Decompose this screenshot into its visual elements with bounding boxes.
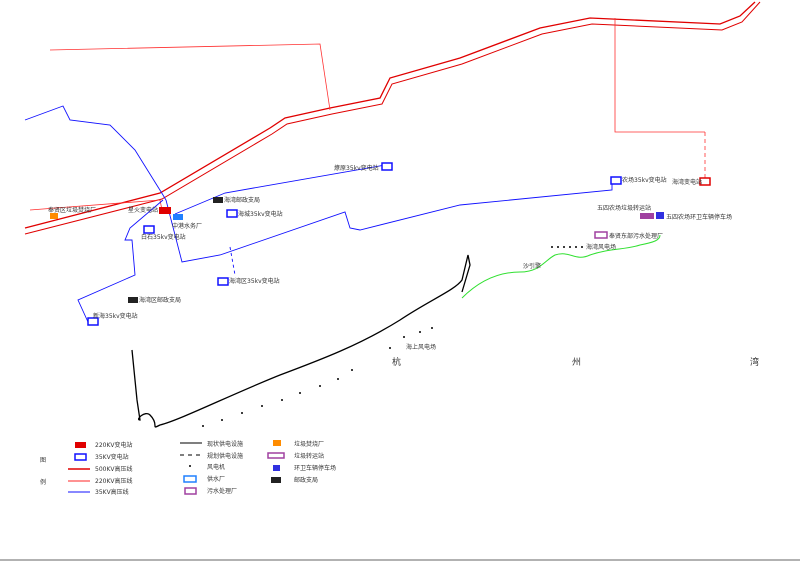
- 35kv-substation-icon: [87, 317, 99, 326]
- legend-item: 供水厂: [207, 475, 225, 483]
- legend-item: 垃圾焚烧厂: [294, 440, 324, 448]
- legend-item: 规划供电设施: [207, 452, 243, 460]
- post-office-icon: [128, 297, 138, 303]
- bay-label: 湾: [750, 356, 759, 368]
- sewage-plant-icon: [594, 231, 608, 239]
- wind-turbines: [202, 246, 583, 427]
- sewage-plant-icon: [184, 487, 197, 495]
- post-office-icon: [213, 197, 223, 203]
- label: 海上风电场: [406, 343, 436, 351]
- parking-icon: [656, 212, 664, 219]
- 35kv-substation-icon: [226, 209, 238, 218]
- incinerator-icon: [273, 440, 281, 446]
- label: 奉贤东部污水处理厂: [609, 232, 663, 240]
- label: 海湾区35kv变电站: [229, 277, 280, 285]
- label: 五四农场环卫车辆停车场: [666, 213, 732, 221]
- label: 中港水务厂: [172, 222, 202, 230]
- water-plant-icon: [173, 214, 183, 220]
- 220kv-substation-icon: [699, 177, 711, 186]
- label: 新海35kv变电站: [93, 312, 138, 320]
- legend-item: 220KV变电站: [95, 441, 133, 449]
- transfer-station-icon: [640, 213, 654, 219]
- coastline: [131, 254, 471, 428]
- 35kv-substation-icon: [74, 453, 87, 461]
- label: 白石35kv变电站: [141, 233, 186, 241]
- label: 沙引擎: [523, 262, 541, 270]
- incinerator-icon: [50, 213, 58, 219]
- legend: 图 例 220KV变电站 35KV变电站 500KV高压线 220KV高压线 3…: [40, 440, 336, 496]
- label: 海湾变电站: [672, 178, 702, 186]
- 35kv-substation-icon: [381, 162, 393, 171]
- 35kv-substation-icon: [217, 277, 229, 286]
- transfer-station-icon: [267, 452, 285, 459]
- label: 海湾区邮政支局: [139, 296, 181, 304]
- 220kv-substation-icon: [159, 207, 171, 214]
- 35kv-line: [24, 105, 613, 323]
- 220kv-line: [29, 18, 706, 213]
- legend-item: 220KV高压线: [95, 477, 133, 485]
- label: 海湾风电场: [586, 243, 616, 251]
- 220kv-substation-icon: [75, 442, 86, 448]
- legend-item: 现状供电设施: [207, 440, 243, 448]
- legend-item: 邮政支局: [294, 476, 318, 484]
- legend-item: 500KV高压线: [95, 465, 133, 473]
- legend-item: 垃圾转运站: [294, 452, 324, 460]
- 35kv-substation-icon: [143, 225, 155, 234]
- legend-title: 图: [40, 457, 46, 464]
- post-office-icon: [271, 477, 281, 483]
- wind-turbine-icon: [189, 465, 191, 467]
- legend-item: 风电机: [207, 463, 225, 471]
- water-plant-icon: [183, 475, 197, 483]
- label: 星火变电站: [128, 206, 158, 214]
- 35kv-substation-icon: [610, 176, 622, 185]
- 500kv-line: [24, 1, 761, 235]
- legend-item: 35KV高压线: [95, 488, 129, 496]
- label: 海湾邮政支局: [224, 196, 260, 204]
- bay-label: 杭: [392, 356, 401, 368]
- parking-icon: [273, 465, 280, 471]
- label: 奉贤区垃圾焚烧厂: [48, 206, 96, 214]
- label: 农场35kv变电站: [622, 176, 667, 184]
- label: 燎原35kv变电站: [334, 164, 379, 172]
- label: 海城35kv变电站: [238, 210, 283, 218]
- legend-item: 35KV变电站: [95, 453, 129, 461]
- legend-item: 环卫车辆停车场: [294, 464, 336, 472]
- bay-label: 州: [572, 357, 581, 368]
- legend-title: 例: [40, 478, 46, 486]
- water-pipe: [461, 234, 661, 299]
- label: 五四农场垃圾转运站: [597, 204, 651, 212]
- legend-item: 污水处理厂: [207, 487, 237, 495]
